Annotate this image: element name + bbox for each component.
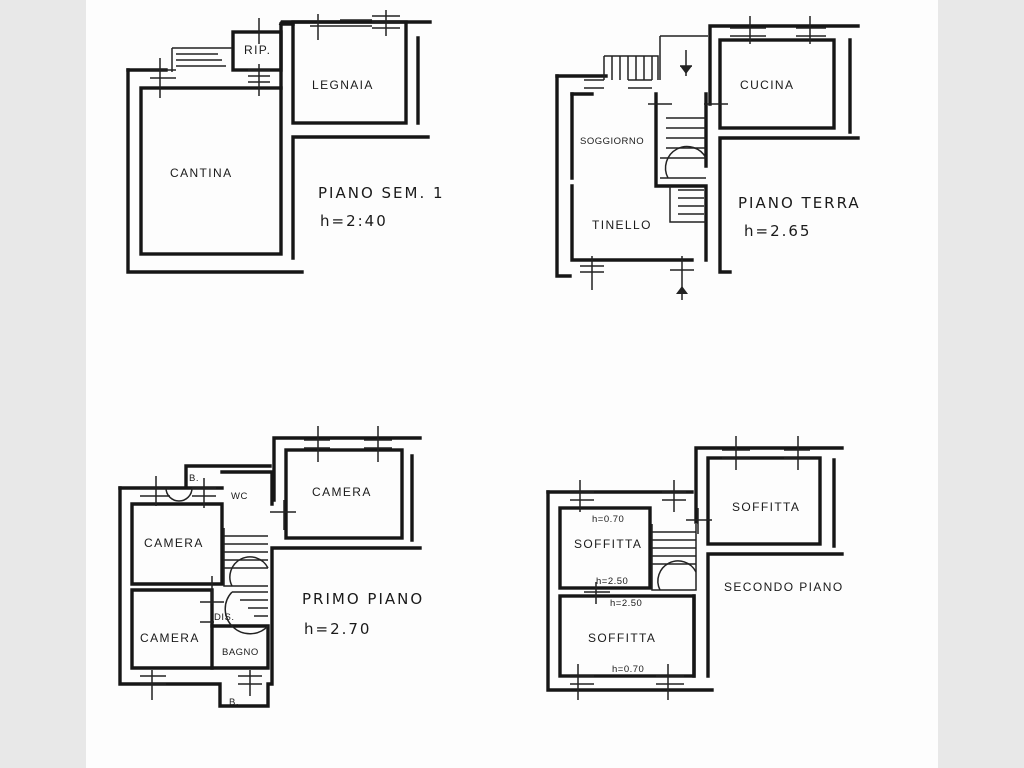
floor-title-sem: PIANO SEM. 1 <box>318 184 445 202</box>
room-label-wc: WC <box>231 491 248 502</box>
floor-plans-drawing: RIP. LEGNAIA CANTINA PIANO SEM. 1 h=2:40 <box>118 10 861 708</box>
floor-primo-piano: B. WC CAMERA CAMERA DIS. CAMERA BAGNO B.… <box>118 426 424 708</box>
room-label-camera-1: CAMERA <box>144 536 204 550</box>
floor-title-secondo: SECONDO PIANO <box>724 580 844 594</box>
room-label-soggiorno: SOGGIORNO <box>580 136 644 147</box>
room-label-bagno: BAGNO <box>222 647 259 658</box>
floor-title-terra: PIANO TERRA <box>738 194 861 212</box>
room-label-tinello: TINELLO <box>592 218 652 232</box>
room-label-rip: RIP. <box>244 43 271 57</box>
room-label-b-bottom: B. <box>229 697 239 708</box>
level-mid-1: h=2.50 <box>596 576 628 587</box>
floor-plan-sheet: RIP. LEGNAIA CANTINA PIANO SEM. 1 h=2:40 <box>86 0 938 768</box>
room-label-camera-3: CAMERA <box>140 631 200 645</box>
room-label-dis: DIS. <box>214 612 234 623</box>
level-mid-2: h=2.50 <box>610 598 642 609</box>
room-label-soffitta-3: SOFFITTA <box>732 500 800 514</box>
room-label-legnaia: LEGNAIA <box>312 78 374 92</box>
room-label-soffitta-1: SOFFITTA <box>574 537 642 551</box>
floor-piano-sem-1: RIP. LEGNAIA CANTINA PIANO SEM. 1 h=2:40 <box>126 10 445 274</box>
room-label-soffitta-2: SOFFITTA <box>588 631 656 645</box>
room-label-b-top: B. <box>189 473 199 484</box>
floor-height-primo: h=2.70 <box>304 620 371 638</box>
level-bottom: h=0.70 <box>612 664 644 675</box>
room-label-camera-2: CAMERA <box>312 485 372 499</box>
floor-secondo-piano: h=0.70 SOFFITTA h=2.50 h=2.50 SOFFITTA h… <box>546 436 844 700</box>
level-top: h=0.70 <box>592 514 624 525</box>
window-marks <box>150 10 400 98</box>
floor-piano-terra: CUCINA SOGGIORNO TINELLO PIANO TERRA h=2… <box>555 16 861 300</box>
floor-height-sem: h=2:40 <box>320 212 388 230</box>
room-label-cucina: CUCINA <box>740 78 794 92</box>
room-label-cantina: CANTINA <box>170 166 232 180</box>
floor-title-primo: PRIMO PIANO <box>302 590 424 608</box>
floor-height-terra: h=2.65 <box>744 222 811 240</box>
